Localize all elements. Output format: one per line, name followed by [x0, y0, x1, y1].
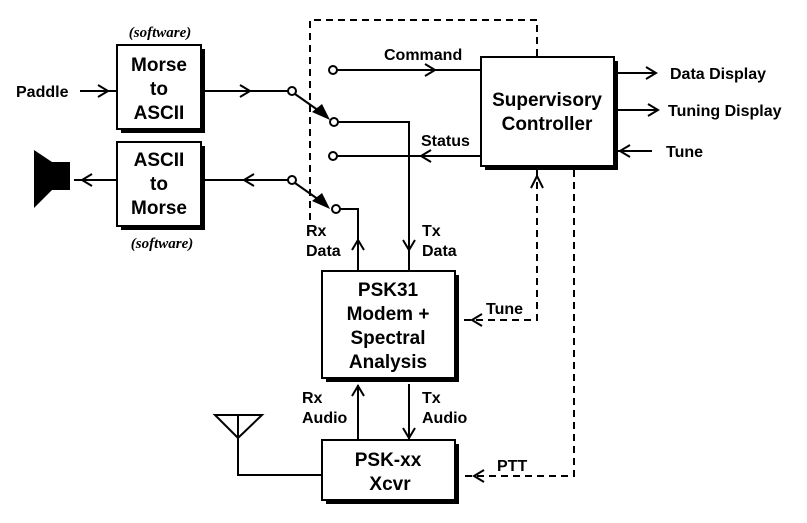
ascii-to-morse-line2: to [150, 174, 168, 195]
dashed-control-line-top [309, 19, 538, 220]
a2m-arrowhead [242, 173, 255, 187]
switch-arrowhead-upper [312, 104, 330, 120]
software-label-top: (software) [129, 25, 192, 41]
tx-data-label-2: Data [422, 243, 457, 260]
rx-data-label-1: Rx [306, 223, 327, 240]
rx-audio-arrowhead [351, 384, 365, 397]
psk31-line2: Modem + [347, 304, 430, 325]
dashed-tune-line [460, 170, 538, 321]
tx-data-arrowhead [402, 239, 416, 252]
psk31-line3: Spectral [351, 328, 426, 349]
ascii-to-morse-line3: Morse [131, 198, 187, 219]
tune-modem-label: Tune [486, 301, 523, 318]
ascii-to-morse-block: ASCII to Morse [116, 141, 205, 230]
dashed-ptt-line [462, 170, 575, 477]
rx-data-arrowhead [351, 238, 365, 251]
tx-audio-arrowhead [402, 427, 416, 440]
morse-to-ascii-line3: ASCII [134, 103, 185, 124]
tune-input-label: Tune [666, 144, 703, 161]
status-arrowhead [419, 149, 432, 163]
supervisory-controller-block: Supervisory Controller [480, 56, 618, 170]
speaker-icon [34, 150, 70, 208]
psk31-line4: Analysis [349, 352, 427, 373]
paddle-label: Paddle [16, 84, 69, 101]
tx-audio-label-1: Tx [422, 390, 441, 407]
switch-pole-lower[interactable] [287, 175, 297, 185]
antenna-icon [212, 414, 322, 476]
switch-contact-status [328, 151, 338, 161]
rx-data-line [340, 208, 359, 271]
xcvr-block: PSK-xx Xcvr [321, 439, 459, 504]
psk31-line1: PSK31 [358, 280, 419, 301]
ptt-arrowhead [472, 469, 485, 483]
psk31-modem-block: PSK31 Modem + Spectral Analysis [321, 270, 459, 382]
speaker-arrowhead [80, 173, 93, 187]
switch-pole-upper[interactable] [287, 86, 297, 96]
tuning-display-label: Tuning Display [668, 103, 782, 120]
tx-data-line [338, 121, 410, 271]
rx-audio-label-1: Rx [302, 390, 323, 407]
software-label-bottom: (software) [131, 236, 194, 252]
switch-contact-tx [329, 117, 339, 127]
supervisory-line1: Supervisory [492, 90, 602, 111]
ascii-to-morse-line1: ASCII [134, 150, 185, 171]
data-display-label: Data Display [670, 66, 766, 83]
m2a-arrowhead [239, 84, 252, 98]
morse-to-ascii-block: Morse to ASCII [116, 44, 205, 133]
morse-to-ascii-line2: to [150, 79, 168, 100]
tuning-display-arrowhead [647, 103, 660, 117]
switch-arrowhead-lower [312, 193, 330, 209]
tx-data-label-1: Tx [422, 223, 441, 240]
switch-contact-command [328, 65, 338, 75]
tune-input-arrowhead [618, 144, 631, 158]
tune-up-arrowhead [530, 173, 544, 189]
morse-to-ascii-line1: Morse [131, 55, 187, 76]
rx-data-label-2: Data [306, 243, 341, 260]
supervisory-line2: Controller [502, 114, 593, 135]
switch-contact-rx [331, 204, 341, 214]
tune-left-arrowhead [470, 313, 483, 327]
paddle-arrowhead [97, 84, 110, 98]
xcvr-line1: PSK-xx [355, 450, 422, 471]
ptt-label: PTT [497, 458, 527, 475]
status-label: Status [421, 133, 470, 150]
data-display-arrowhead [645, 66, 658, 80]
command-label: Command [384, 47, 462, 64]
tx-audio-label-2: Audio [422, 410, 468, 427]
command-arrowhead [424, 63, 437, 77]
xcvr-line2: Xcvr [369, 474, 411, 495]
rx-audio-label-2: Audio [302, 410, 348, 427]
